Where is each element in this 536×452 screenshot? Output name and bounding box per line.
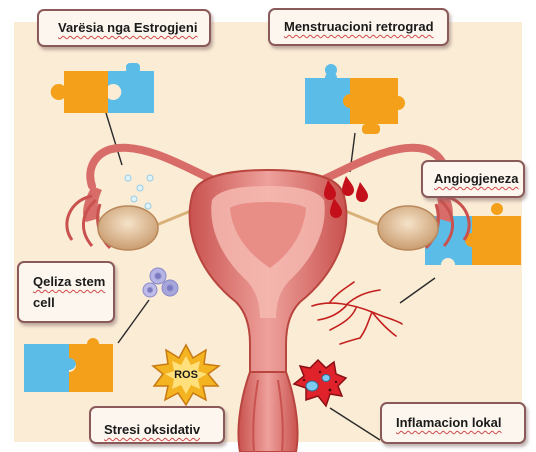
label-oxidative-stress: Stresi oksidativ — [89, 406, 225, 444]
label-estrogen-dependence: Varësia nga Estrogjeni — [37, 9, 211, 47]
inflammation-cell-icon — [294, 360, 346, 406]
estrogen-dots — [125, 175, 153, 209]
label-stem-cell: Qeliza stem cell — [17, 261, 115, 323]
puzzle-icon-retrograde — [305, 64, 405, 134]
ros-burst: ROS — [153, 345, 219, 405]
ovary-right — [378, 206, 438, 250]
label-estrogen-text: Varësia nga Estrogjeni — [58, 20, 197, 35]
stem-cells — [143, 268, 178, 297]
label-stem-line2: cell — [33, 294, 113, 312]
ros-badge: ROS — [174, 369, 198, 381]
ovary-left — [98, 206, 158, 250]
label-stem-line1: Qeliza stem — [33, 273, 113, 291]
label-oxidative-text: Stresi oksidativ — [104, 422, 200, 437]
label-angiogenesis: Angiogjeneza — [421, 160, 525, 198]
label-local-inflammation: Inflamacion lokal — [380, 402, 526, 444]
puzzle-icon-estrogen — [51, 63, 154, 113]
label-inflammation-text: Inflamacion lokal — [396, 415, 501, 430]
label-angiogenesis-text: Angiogjeneza — [434, 171, 519, 186]
blood-vessels — [312, 282, 402, 344]
puzzle-icon-stem — [24, 338, 113, 392]
label-retrograde-menstruation: Menstruacioni retrograd — [268, 8, 449, 46]
label-retrograde-text: Menstruacioni retrograd — [284, 19, 434, 34]
